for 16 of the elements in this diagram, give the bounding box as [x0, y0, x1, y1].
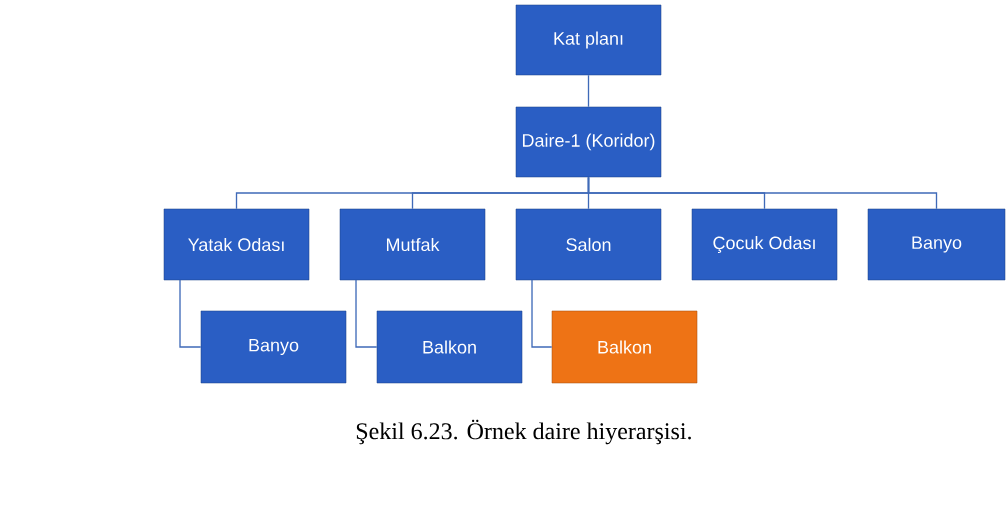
org-chart-box: Salon: [515, 208, 662, 281]
connector-line: [179, 279, 202, 348]
org-chart-box: Balkon: [376, 310, 523, 384]
connector-line: [587, 176, 938, 210]
figure-caption: Şekil 6.23. Örnek daire hiyerarşisi.: [356, 419, 691, 445]
org-chart-box: Yatak Odası: [163, 208, 310, 281]
connector-line: [587, 74, 590, 108]
org-chart-box: Balkon: [551, 310, 698, 384]
connector-line: [531, 279, 553, 348]
org-chart-box: Banyo: [200, 310, 347, 384]
org-chart-box: Çocuk Odası: [691, 208, 838, 281]
org-chart-box: Mutfak: [339, 208, 486, 281]
org-chart-box: Banyo: [867, 208, 1006, 281]
org-chart-box: Daire-1 (Koridor): [515, 106, 662, 178]
org-chart-box: Kat planı: [515, 4, 662, 76]
connector-line: [355, 279, 378, 348]
